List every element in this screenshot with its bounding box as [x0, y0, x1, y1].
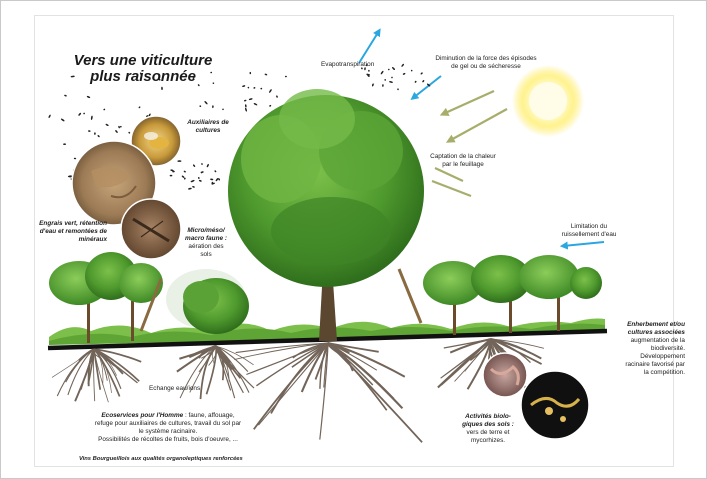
label-enherbement-line-5: Développement [589, 353, 685, 361]
label-eco-line-1-rest: : faune, affouage, [183, 412, 234, 419]
label-engrais-line-3: minéraux [17, 236, 107, 244]
label-limitation: Limitation du ruissellement d'eau [549, 223, 629, 239]
sun-icon [512, 65, 584, 137]
page-title: Vers une viticulture plus raisonnée [63, 53, 223, 85]
label-enherbement-line-2: cultures associées [589, 329, 685, 337]
label-micro-line-4: sols [177, 251, 235, 259]
photo-mycorrhizae [521, 371, 589, 439]
label-activites: Activités biolo- giques des sols : vers … [453, 413, 523, 445]
label-echange: Echange eau/ions [149, 385, 200, 393]
label-eco-line-2: refuge pour auxiliaires de cultures, tra… [59, 420, 277, 428]
label-ecoservices: Ecoservices pour l'Homme : faune, affoua… [59, 412, 277, 444]
label-captation-line-2: par le feuillage [413, 161, 513, 169]
photo-earthworms [483, 353, 527, 397]
label-enherbement-line-6: racinaire favorisé par [589, 361, 685, 369]
sun-ray-arrows [432, 91, 507, 196]
label-evapotranspiration: Evapotranspiration [321, 61, 374, 69]
label-eco-line-4: Possibilités de récoltes de fruits, bois… [59, 436, 277, 444]
label-auxiliaires-line-2: cultures [177, 127, 239, 135]
label-engrais: Engrais vert, rétention d'eau et remonté… [17, 220, 107, 244]
label-enherbement-line-7: la compétition. [589, 369, 685, 377]
label-micro-faune: Micro/méso/ macro faune : aération des s… [177, 227, 235, 259]
label-activites-line-3: vers de terre et [453, 429, 523, 437]
label-eco-line-3: le système racinaire. [59, 428, 277, 436]
label-diminution: Diminution de la force des épisodes de g… [416, 55, 556, 71]
label-engrais-line-1: Engrais vert, rétention [17, 220, 107, 228]
label-micro-line-2: macro faune : [177, 235, 235, 243]
label-vins: Vins Bourgueillois aux qualités organole… [79, 456, 243, 463]
label-auxiliaires: Auxiliaires de cultures [177, 119, 239, 135]
label-enherbement-line-4: biodiversité. [589, 345, 685, 353]
hedge-bush [166, 269, 249, 334]
label-engrais-line-2: d'eau et remontées de [17, 228, 107, 236]
label-captation: Captation de la chaleur par le feuillage [413, 153, 513, 169]
title-line-2: plus raisonnée [63, 69, 223, 85]
label-captation-line-1: Captation de la chaleur [413, 153, 513, 161]
central-tree [228, 89, 424, 341]
label-limitation-line-2: ruissellement d'eau [549, 231, 629, 239]
title-line-1: Vers une viticulture [63, 53, 223, 69]
photo-soil-fauna [121, 199, 181, 259]
label-micro-line-3: aération des [177, 243, 235, 251]
label-enherbement-line-3: augmentation de la [589, 337, 685, 345]
label-eco-bold: Ecoservices pour l'Homme [101, 412, 183, 419]
label-limitation-line-1: Limitation du [549, 223, 629, 231]
label-activites-line-1: Activités biolo- [453, 413, 523, 421]
label-auxiliaires-line-1: Auxiliaires de [177, 119, 239, 127]
label-enherbement-line-1: Enherbement et/ou [589, 321, 685, 329]
label-activites-line-2: giques des sols : [453, 421, 523, 429]
label-eco-line-1: Ecoservices pour l'Homme : faune, affoua… [59, 412, 277, 420]
label-diminution-line-2: de gel ou de sécheresse [416, 63, 556, 71]
label-activites-line-4: mycorhizes. [453, 437, 523, 445]
label-micro-line-1: Micro/méso/ [177, 227, 235, 235]
label-enherbement: Enherbement et/ou cultures associées aug… [589, 321, 685, 377]
label-diminution-line-1: Diminution de la force des épisodes [416, 55, 556, 63]
